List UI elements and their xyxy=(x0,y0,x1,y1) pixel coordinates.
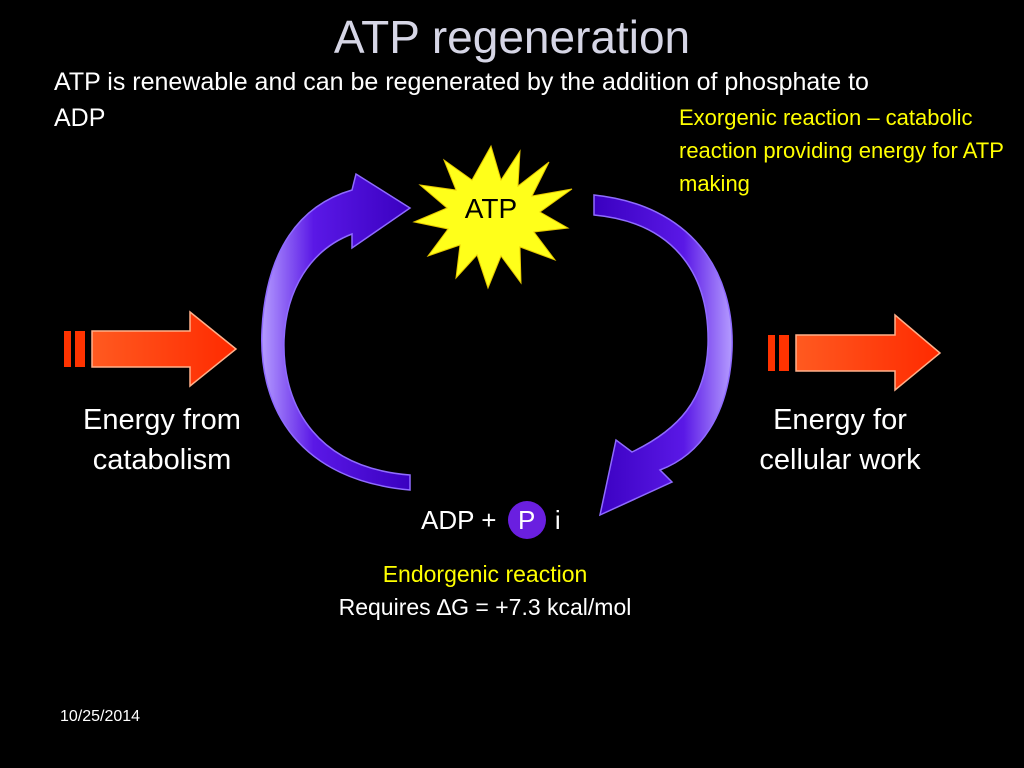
right-cycle-arrow xyxy=(593,194,733,517)
energy-out-label: Energy for cellular work xyxy=(759,404,921,476)
adp-text: ADP + xyxy=(421,505,497,536)
left-cycle-arrow xyxy=(261,172,412,491)
slide-title: ATP regeneration xyxy=(333,11,691,63)
atp-star-burst xyxy=(412,144,573,290)
atp-label: ATP xyxy=(464,193,518,224)
phosphate-suffix: i xyxy=(554,505,561,536)
energy-out-arrow xyxy=(768,313,942,392)
slide-date: 10/25/2014 xyxy=(60,708,141,725)
endorgenic-requirement: Requires ∆G = +7.3 kcal/mol xyxy=(338,594,632,620)
adp-plus-phosphate: ADP + P i xyxy=(421,500,561,540)
endorgenic-note: Endorgenic reaction Requires ∆G = +7.3 k… xyxy=(280,558,690,624)
endorgenic-name: Endorgenic reaction xyxy=(382,561,588,587)
energy-in-arrow xyxy=(64,310,238,388)
energy-in-label: Energy from catabolism xyxy=(83,404,241,476)
intro-text: ATP is renewable and can be regenerated … xyxy=(54,68,869,132)
phosphate-circle: P xyxy=(507,501,546,540)
exorgenic-note: Exorgenic reaction – catabolic reaction … xyxy=(679,105,1004,196)
